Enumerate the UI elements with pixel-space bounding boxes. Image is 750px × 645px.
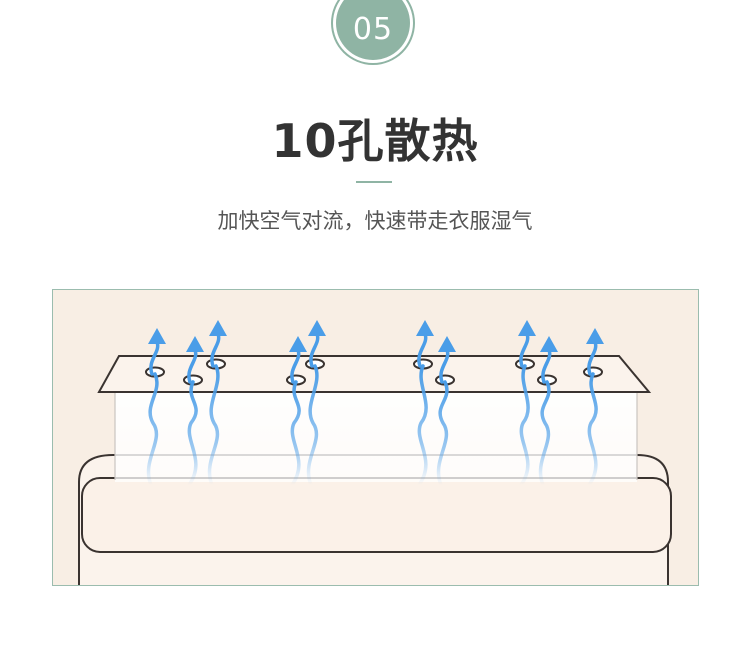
- airflow-arrow-head: [308, 320, 326, 336]
- airflow-arrow-shaft: [439, 348, 450, 384]
- airflow-wave: [306, 364, 319, 487]
- step-number: 05: [352, 11, 394, 47]
- airflow-arrow-head: [540, 336, 558, 352]
- airflow-arrow-head: [586, 328, 604, 344]
- drying-rack-ventilation-svg: [78, 320, 672, 585]
- airflow-arrow-shaft: [309, 332, 320, 368]
- page-title: 10孔散热: [271, 114, 479, 168]
- airflow-arrow-shaft: [149, 340, 160, 376]
- ventilation-illustration: [52, 289, 699, 586]
- airflow-arrow-head: [518, 320, 536, 336]
- airflow-arrow-head: [289, 336, 307, 352]
- airflow-wave: [207, 364, 220, 487]
- airflow-arrow-shaft: [541, 348, 552, 384]
- airflow-arrow-head: [186, 336, 204, 352]
- airflow-wave: [290, 380, 301, 487]
- airflow-arrow-shaft: [417, 332, 428, 368]
- airflow-wave: [417, 364, 428, 487]
- airflow-wave: [538, 380, 551, 487]
- top-lid: [97, 355, 652, 393]
- airflow-arrows: [146, 320, 604, 487]
- airflow-arrow-head: [438, 336, 456, 352]
- airflow-arrow-shaft: [210, 332, 221, 368]
- airflow-wave: [187, 380, 198, 487]
- airflow-arrow-shaft: [587, 340, 598, 376]
- airflow-arrow-shaft: [290, 348, 301, 384]
- airflow-arrow-head: [416, 320, 434, 336]
- airflow-arrow-shaft: [519, 332, 530, 368]
- airflow-wave: [436, 380, 449, 487]
- step-badge: 05: [336, 0, 410, 60]
- title-divider: [356, 181, 392, 183]
- airflow-wave: [587, 372, 598, 487]
- airflow-arrow-head: [148, 328, 166, 344]
- dryer-pad: [81, 477, 672, 553]
- airflow-arrow-shaft: [187, 348, 198, 384]
- airflow-wave: [519, 364, 530, 487]
- page-subtitle: 加快空气对流，快速带走衣服湿气: [217, 209, 533, 233]
- airflow-wave: [146, 372, 159, 487]
- airflow-arrow-head: [209, 320, 227, 336]
